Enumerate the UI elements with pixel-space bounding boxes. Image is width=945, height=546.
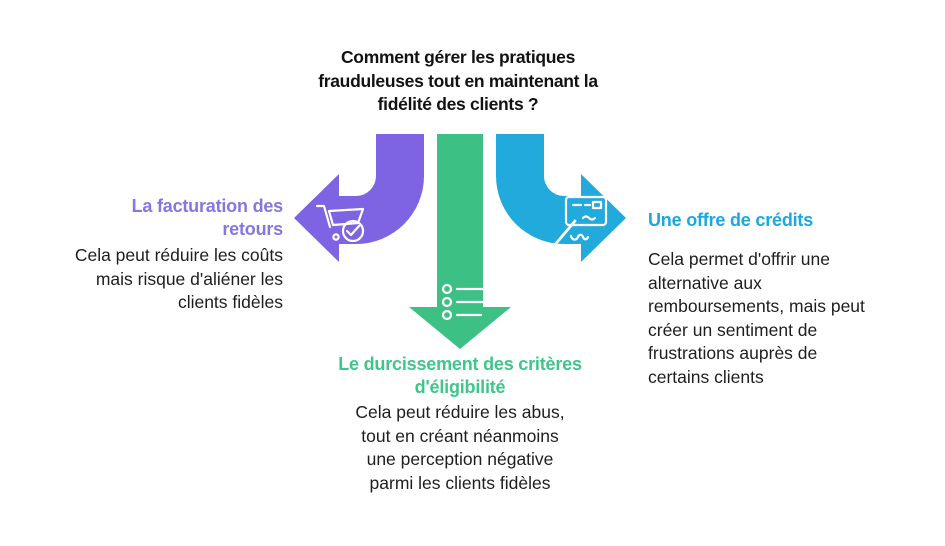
arrow-left-shape [294,134,424,262]
option-returns-description: Cela peut réduire les coûts mais risque … [74,245,283,312]
option-eligibility-description: Cela peut réduire les abus, tout en créa… [355,402,565,493]
arrow-right-credits [496,134,626,262]
option-credits: Une offre de crédits Cela permet d'offri… [648,209,923,389]
arrow-left-returns [294,134,424,262]
checklist-icon [441,283,485,321]
cheque-signature-icon [551,195,608,249]
option-returns-heading: La facturation des retours [131,196,284,239]
option-returns: La facturation des retours Cela peut réd… [18,195,283,315]
option-eligibility: Le durcissement des critères d'éligibili… [280,353,640,495]
shopping-cart-check-icon [315,204,365,243]
arrow-down-eligibility [409,134,511,349]
option-eligibility-heading: Le durcissement des critères d'éligibili… [338,354,582,397]
diagram-title: Comment gérer les pratiques frauduleuses… [318,47,598,114]
arrow-down-shape [409,134,511,349]
option-credits-heading: Une offre de crédits [648,210,814,230]
arrow-right-shape [496,134,626,262]
option-credits-description: Cela permet d'offrir une alternative aux… [648,249,865,387]
